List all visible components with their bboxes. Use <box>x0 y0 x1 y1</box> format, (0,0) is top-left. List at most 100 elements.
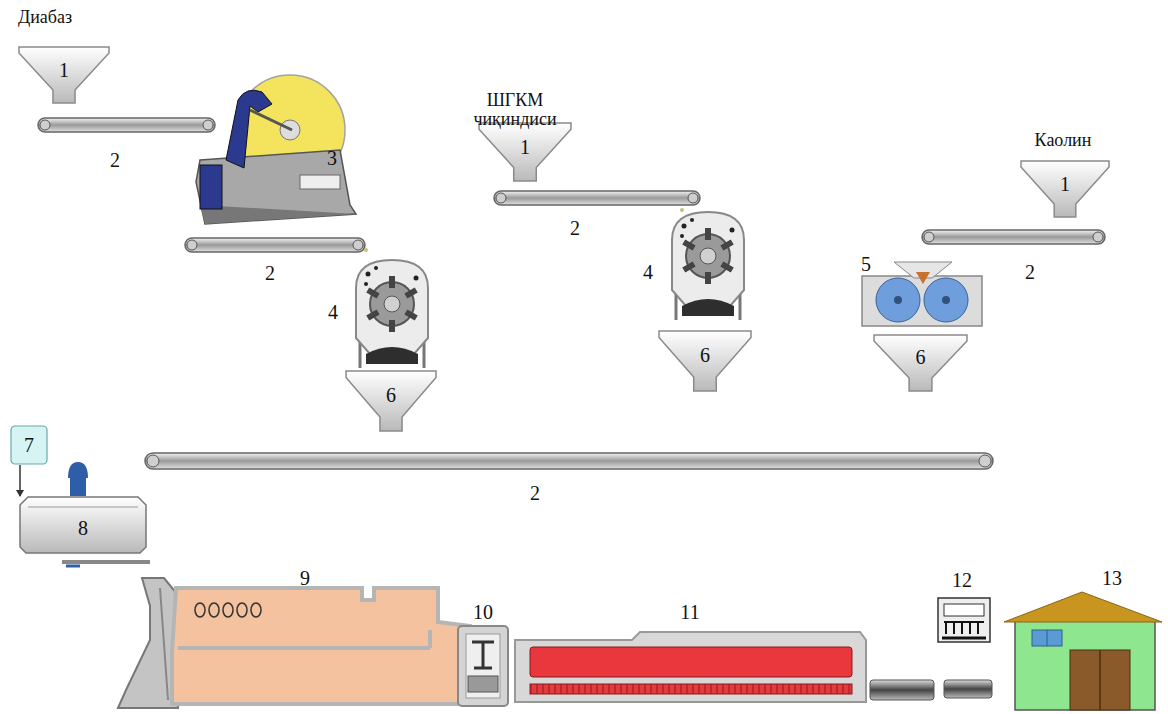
callout-number: 6 <box>700 345 710 365</box>
material-drop <box>364 248 368 252</box>
tunnel-furnace <box>209 603 219 617</box>
callout-number: 1 <box>59 60 69 80</box>
warehouse <box>1099 650 1101 710</box>
warehouse <box>1070 650 1130 710</box>
hopper: 6 <box>345 370 437 432</box>
water-tank: 7 <box>10 425 48 465</box>
tunnel-furnace <box>237 603 247 617</box>
conveyor-pulley <box>147 455 159 467</box>
tank-outline <box>11 426 47 464</box>
hopper: 6 <box>658 330 752 392</box>
hopper-outline <box>19 47 109 103</box>
warehouse <box>1047 630 1048 646</box>
roller-kiln <box>515 632 866 702</box>
belt-conveyor <box>145 453 993 469</box>
roll-crusher <box>862 262 982 326</box>
hammer-mill <box>672 212 744 320</box>
tunnel-furnace <box>251 603 261 617</box>
mixer-drive <box>16 490 24 497</box>
jaw-crusher <box>300 175 340 189</box>
roller-kiln <box>515 632 866 702</box>
callout-number: 12 <box>952 570 972 591</box>
roller-kiln <box>530 647 852 677</box>
roll-crusher <box>942 296 950 304</box>
conveyor-pulley <box>979 455 991 467</box>
material-name: ШГКМ чиқиндиси <box>460 91 570 129</box>
roller-table <box>944 680 992 698</box>
callout-number: 1 <box>520 137 530 157</box>
belt-conveyor <box>494 191 700 205</box>
conveyor-pulley <box>688 193 698 203</box>
mixer-drive <box>68 462 88 478</box>
callout-number: 2 <box>530 483 540 504</box>
warehouse <box>1032 630 1062 646</box>
tunnel-furnace <box>223 603 233 617</box>
mixer-drive <box>16 462 150 566</box>
callout-number: 3 <box>327 148 337 169</box>
roll-crusher <box>894 296 902 304</box>
belt-conveyor <box>38 118 215 132</box>
roll-crusher <box>862 276 982 326</box>
jaw-crusher <box>226 90 272 168</box>
press <box>458 626 508 706</box>
hammer-mill <box>356 260 428 368</box>
press <box>472 642 494 668</box>
hopper-outline <box>1021 161 1109 217</box>
packing-machine <box>942 637 986 640</box>
callout-number: 8 <box>78 518 88 538</box>
callout-number: 6 <box>916 347 926 367</box>
warehouse <box>1004 592 1162 710</box>
tunnel-furnace <box>195 603 205 617</box>
conveyor-pulley <box>496 193 506 203</box>
hopper: 1 <box>18 46 110 104</box>
callout-number: 10 <box>473 602 493 623</box>
tunnel-furnace <box>172 588 470 704</box>
jaw-crusher <box>196 75 356 224</box>
callout-number: 9 <box>300 568 310 589</box>
jaw-crusher <box>250 110 292 130</box>
roll-crusher <box>924 278 968 322</box>
press <box>466 634 500 698</box>
press <box>468 676 498 692</box>
belt-conveyor <box>38 118 1105 469</box>
warehouse <box>1015 620 1155 710</box>
mixer-outline <box>20 497 146 553</box>
packing-machine <box>944 604 984 616</box>
conveyor-pulley <box>924 232 934 242</box>
hopper: 1 <box>1020 160 1110 218</box>
callout-number: 4 <box>328 302 338 323</box>
mixer-lid <box>28 507 138 508</box>
packing-machine <box>946 622 978 634</box>
conveyor-pulley <box>187 240 197 250</box>
press <box>458 626 508 706</box>
callout-number: 1 <box>1060 174 1070 194</box>
conveyor-pulley <box>40 120 50 130</box>
conveyor-pulley <box>1093 232 1103 242</box>
roller-table <box>870 680 992 700</box>
callout-number: 5 <box>861 254 871 275</box>
material-name: Каолин <box>1035 131 1092 150</box>
mixer-drive <box>70 476 86 496</box>
warehouse <box>1004 592 1162 622</box>
hopper-outline <box>479 123 571 181</box>
callout-number: 4 <box>643 262 653 283</box>
conveyor-pulley <box>353 240 363 250</box>
packing-machine <box>938 598 990 642</box>
packing-machine <box>938 598 990 642</box>
mixer-drive <box>62 560 150 564</box>
belt-conveyor <box>185 238 365 252</box>
jaw-crusher <box>200 165 222 209</box>
callout-number: 7 <box>24 435 34 455</box>
mixer-drive <box>66 565 80 568</box>
conveyor-pulley <box>40 120 1103 467</box>
roll-crusher <box>916 272 930 284</box>
material-drop <box>680 208 684 212</box>
callout-number: 2 <box>570 218 580 239</box>
tunnel-furnace <box>172 588 470 704</box>
material-name: Диабаз <box>18 8 72 27</box>
callout-number: 11 <box>680 602 699 623</box>
hopper: 1 <box>478 122 572 182</box>
jaw-crusher <box>200 205 356 224</box>
hopper-outline <box>346 371 436 431</box>
